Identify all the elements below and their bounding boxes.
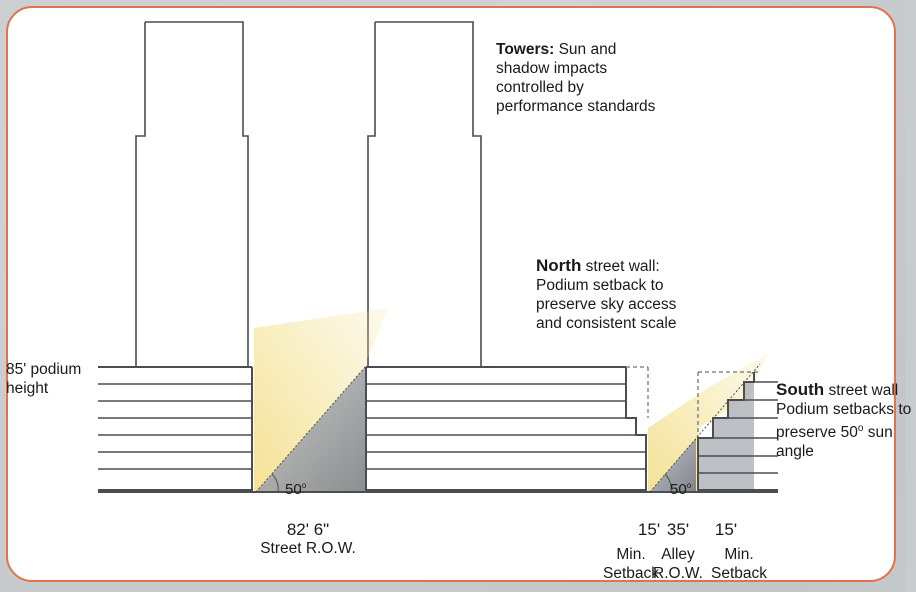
podium-height-label: 85' podium height — [6, 361, 82, 397]
min-setback-north-dimension: 15' Min. Setback — [602, 520, 661, 582]
street-angle-arc — [271, 473, 279, 493]
min-setback-south-dimension: 15' Min. Setback — [710, 520, 767, 582]
podium-center — [365, 366, 649, 492]
towers-annotation: Towers: Sun and shadow impacts controlle… — [496, 41, 656, 115]
tower-left — [135, 21, 249, 366]
alley-angle-arc — [664, 473, 672, 493]
podium-left — [98, 366, 253, 492]
diagram-card: Towers: Sun and shadow impacts controlle… — [6, 6, 911, 582]
alley-sun-angle — [648, 353, 768, 493]
north-street-wall-annotation: North street wall: Podium setback to pre… — [536, 256, 677, 332]
podium-right-stepped — [697, 371, 778, 492]
street-angle-label: 50o — [285, 481, 307, 498]
tower-right — [367, 21, 482, 368]
south-street-wall-annotation: South street wall Podium setbacks to pre… — [776, 380, 912, 461]
street-sun-angle — [254, 308, 388, 493]
alley-angle-label: 50o — [670, 481, 692, 498]
section-drawing — [98, 21, 778, 493]
alley-row-dimension: 35' Alley R.O.W. — [653, 520, 703, 582]
street-row-dimension: 82' 6" Street R.O.W. — [260, 520, 356, 557]
